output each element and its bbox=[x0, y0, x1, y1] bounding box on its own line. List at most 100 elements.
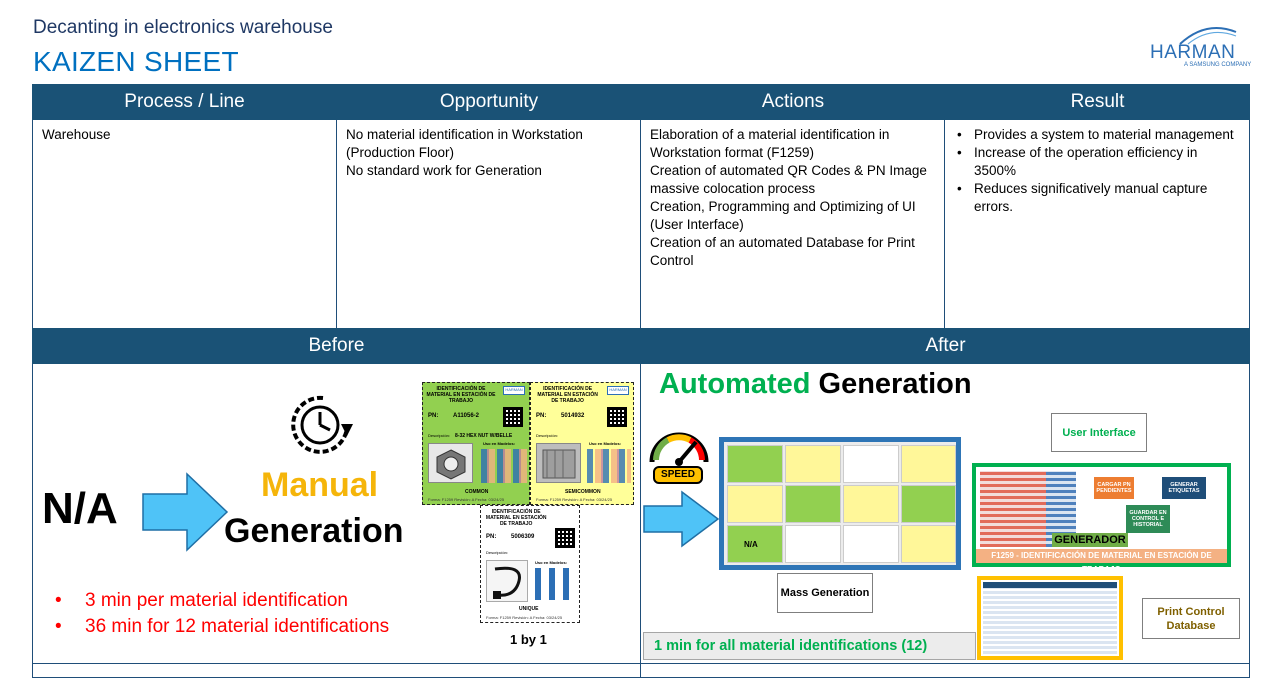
action-line: Elaboration of a material identification… bbox=[650, 127, 890, 160]
card-pn: A11056-2 bbox=[453, 413, 480, 419]
label-thumbnail bbox=[785, 445, 841, 483]
card-footer: Forma: F1259 Revisión: A Fecha: 03/24/25 bbox=[486, 615, 563, 620]
process-cell: Warehouse bbox=[33, 120, 336, 150]
opportunity-line: No material identification in Workstatio… bbox=[346, 127, 583, 160]
logo-swoosh-icon bbox=[1179, 27, 1237, 45]
section-header-before: Before bbox=[32, 328, 641, 364]
card-desc: 8-32 HEX NUT W/BELLE bbox=[455, 433, 513, 439]
opportunity-cell: No material identification in Workstatio… bbox=[337, 120, 640, 186]
print-control-label: Print Control Database bbox=[1142, 598, 1240, 639]
divider bbox=[32, 663, 1250, 664]
arrow-right-icon bbox=[643, 490, 720, 548]
col-header-result: Result bbox=[945, 84, 1250, 120]
material-card-unique: IDENTIFICACIÓN DE MATERIAL EN ESTACIÓN D… bbox=[480, 505, 580, 623]
divider bbox=[944, 120, 945, 328]
label-thumbnail bbox=[843, 485, 899, 523]
card-footer: Forma: F1259 Revisión: A Fecha: 03/24/25 bbox=[428, 497, 505, 502]
divider bbox=[336, 120, 337, 328]
card-desc-label: Descripción: bbox=[428, 433, 451, 438]
cable-image-icon bbox=[486, 560, 528, 602]
after-summary: 1 min for all material identifications (… bbox=[643, 632, 976, 660]
card-type: COMMON bbox=[465, 489, 489, 495]
title-automated: Automated bbox=[659, 368, 811, 400]
card-pn: 5006309 bbox=[511, 534, 535, 540]
label-thumbnail bbox=[901, 525, 956, 563]
user-interface-label: User Interface bbox=[1051, 413, 1147, 452]
automated-generation-title: Automated Generation bbox=[659, 368, 972, 401]
card-pn-label: PN: bbox=[536, 413, 547, 419]
models-grid bbox=[481, 449, 527, 483]
qr-code-icon bbox=[555, 528, 575, 548]
label-thumbnail bbox=[785, 485, 841, 523]
generator-ui-screenshot: CARGAR PN PENDIENTES GENERAR ETIQUETAS G… bbox=[972, 463, 1231, 574]
card-desc-label: Descripción: bbox=[486, 550, 509, 555]
na-label: N/A bbox=[42, 484, 118, 533]
logo-word: HARMAN bbox=[1150, 42, 1236, 63]
db-table bbox=[983, 588, 1117, 654]
opportunity-line: No standard work for Generation bbox=[346, 163, 542, 178]
result-item: Reduces significatively manual capture e… bbox=[954, 180, 1240, 216]
generator-button: CARGAR PN PENDIENTES bbox=[1094, 477, 1134, 499]
result-cell: Provides a system to material management… bbox=[945, 120, 1249, 222]
part-image-icon bbox=[536, 443, 581, 483]
card-models-label: Uso en Modelos: bbox=[589, 441, 622, 446]
process-value: Warehouse bbox=[42, 127, 111, 142]
qr-code-icon bbox=[607, 407, 627, 427]
label-thumbnail bbox=[727, 485, 783, 523]
label-thumbnail bbox=[901, 445, 956, 483]
card-desc-label: Descripción: bbox=[536, 433, 559, 438]
logo-sub: A SAMSUNG COMPANY bbox=[1184, 62, 1252, 68]
material-card-common: IDENTIFICACIÓN DE MATERIAL EN ESTACIÓN D… bbox=[422, 382, 530, 505]
qr-code-icon bbox=[503, 407, 523, 427]
title-generation: Generation bbox=[818, 368, 972, 400]
material-card-semicommon: IDENTIFICACIÓN DE MATERIAL EN ESTACIÓN D… bbox=[530, 382, 634, 505]
before-time-list: 3 min per material identification 36 min… bbox=[55, 588, 389, 640]
one-by-one-label: 1 by 1 bbox=[510, 632, 547, 647]
generation-label: Generation bbox=[224, 512, 404, 550]
speedometer-icon bbox=[649, 432, 709, 466]
result-list: Provides a system to material management… bbox=[954, 126, 1240, 216]
card-logo: HARMAN bbox=[503, 386, 525, 395]
db-header bbox=[983, 582, 1117, 588]
card-footer: Forma: F1259 Revisión: A Fecha: 03/24/25 bbox=[536, 497, 613, 502]
action-line: Creation, Programming and Optimizing of … bbox=[650, 199, 916, 232]
generator-button: GUARDAR EN CONTROL E HISTORIAL bbox=[1126, 505, 1170, 533]
card-type: UNIQUE bbox=[519, 606, 539, 612]
generator-strip: F1259 - IDENTIFICACIÓN DE MATERIAL EN ES… bbox=[976, 549, 1227, 574]
generator-name: GENERADOR bbox=[1052, 533, 1128, 547]
label-thumbnail bbox=[727, 445, 783, 483]
card-models-label: Uso en Modelos: bbox=[535, 560, 568, 565]
col-header-opportunity: Opportunity bbox=[337, 84, 641, 120]
subtitle: Decanting in electronics warehouse bbox=[33, 17, 333, 38]
actions-cell: Elaboration of a material identification… bbox=[641, 120, 944, 276]
before-time-item: 3 min per material identification bbox=[55, 588, 389, 614]
section-header-after: After bbox=[641, 328, 1250, 364]
models-grid bbox=[587, 449, 631, 483]
label-thumbnail bbox=[843, 445, 899, 483]
mass-generation-collage: N/A bbox=[719, 437, 961, 570]
page-title: KAIZEN SHEET bbox=[33, 46, 239, 77]
part-image-icon bbox=[428, 443, 473, 483]
card-logo: HARMAN bbox=[607, 386, 629, 395]
action-line: Creation of an automated Database for Pr… bbox=[650, 235, 915, 268]
before-time-item: 36 min for 12 material identifications bbox=[55, 614, 389, 640]
label-thumbnail: N/A bbox=[727, 525, 783, 563]
label-thumbnail bbox=[785, 525, 841, 563]
result-item: Increase of the operation efficiency in … bbox=[954, 144, 1240, 180]
card-type: SEMICOMMON bbox=[565, 489, 601, 495]
mass-na-label: N/A bbox=[744, 540, 758, 549]
col-header-process: Process / Line bbox=[32, 84, 337, 120]
manual-label: Manual bbox=[261, 466, 379, 504]
models-grid bbox=[535, 568, 575, 600]
card-header: IDENTIFICACIÓN DE MATERIAL EN ESTACIÓN D… bbox=[537, 386, 598, 404]
card-pn-label: PN: bbox=[486, 534, 497, 540]
harman-logo: HARMAN A SAMSUNG COMPANY bbox=[1150, 24, 1252, 72]
divider bbox=[640, 120, 641, 328]
action-line: Creation of automated QR Codes & PN Imag… bbox=[650, 163, 927, 196]
divider bbox=[640, 364, 641, 678]
label-thumbnail bbox=[901, 485, 956, 523]
mass-generation-label: Mass Generation bbox=[777, 573, 873, 613]
card-header: IDENTIFICACIÓN DE MATERIAL EN ESTACIÓN D… bbox=[426, 386, 496, 404]
print-control-database-screenshot bbox=[977, 576, 1123, 660]
arrow-right-icon bbox=[142, 472, 229, 552]
